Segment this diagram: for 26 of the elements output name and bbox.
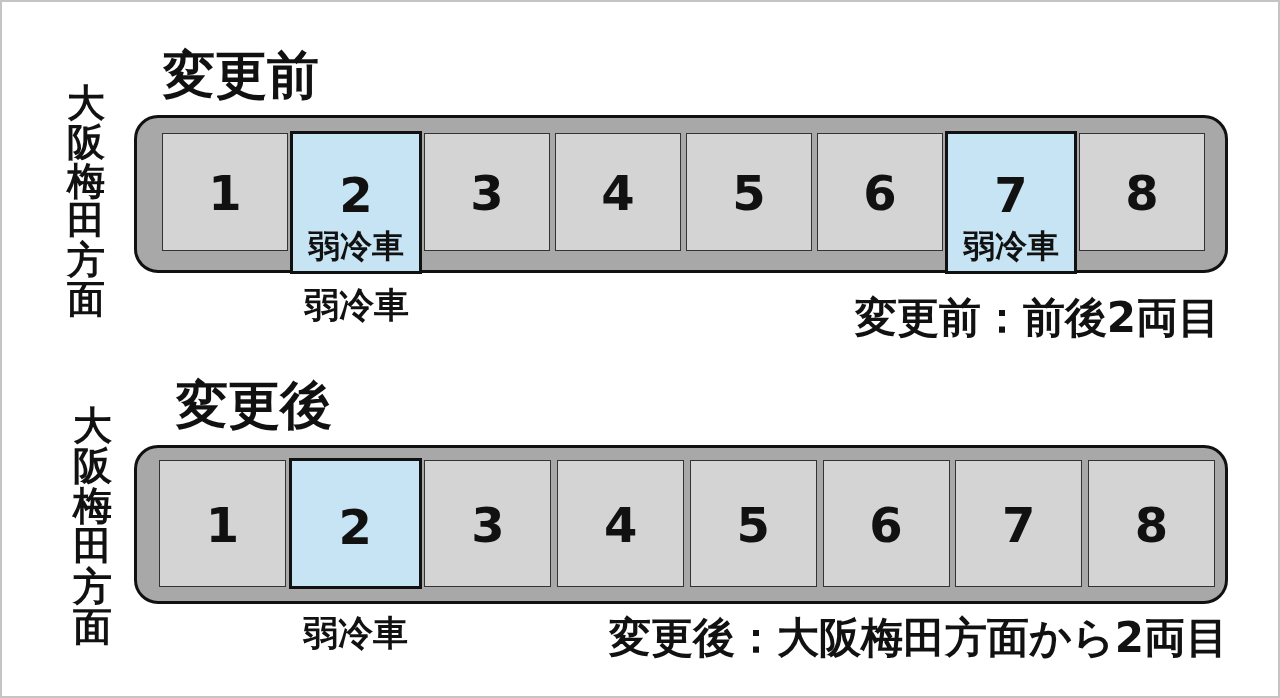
car-number: 5 <box>732 169 766 217</box>
car-number: 2 <box>339 171 373 219</box>
heading: 変更前 <box>163 49 319 101</box>
car-caption: 弱冷車 <box>303 287 409 323</box>
car-label: 弱冷車 <box>308 230 404 262</box>
vertical-label: 大阪梅田方面 <box>67 84 105 319</box>
car-number: 1 <box>205 500 240 549</box>
note-label: 変更後：大阪梅田方面から2両目 <box>608 617 1228 659</box>
car-number: 6 <box>863 169 897 217</box>
vertical-label: 大阪梅田方面 <box>73 406 112 647</box>
car-number: 2 <box>338 502 372 551</box>
car-number: 7 <box>1002 500 1036 549</box>
note-label: 変更前：前後2両目 <box>854 297 1220 339</box>
car-number: 4 <box>603 500 638 549</box>
car-number: 3 <box>470 169 504 217</box>
car-label: 弱冷車 <box>963 230 1059 262</box>
car-number: 7 <box>994 171 1028 219</box>
car-number: 8 <box>1125 169 1159 217</box>
heading: 変更後 <box>176 379 332 431</box>
car-number: 5 <box>736 500 770 549</box>
car-number: 6 <box>869 500 903 549</box>
car-number: 8 <box>1134 500 1169 549</box>
car-number: 4 <box>601 169 635 217</box>
car-caption: 弱冷車 <box>302 615 408 651</box>
car-number: 3 <box>471 500 505 549</box>
car-number: 1 <box>208 169 242 217</box>
